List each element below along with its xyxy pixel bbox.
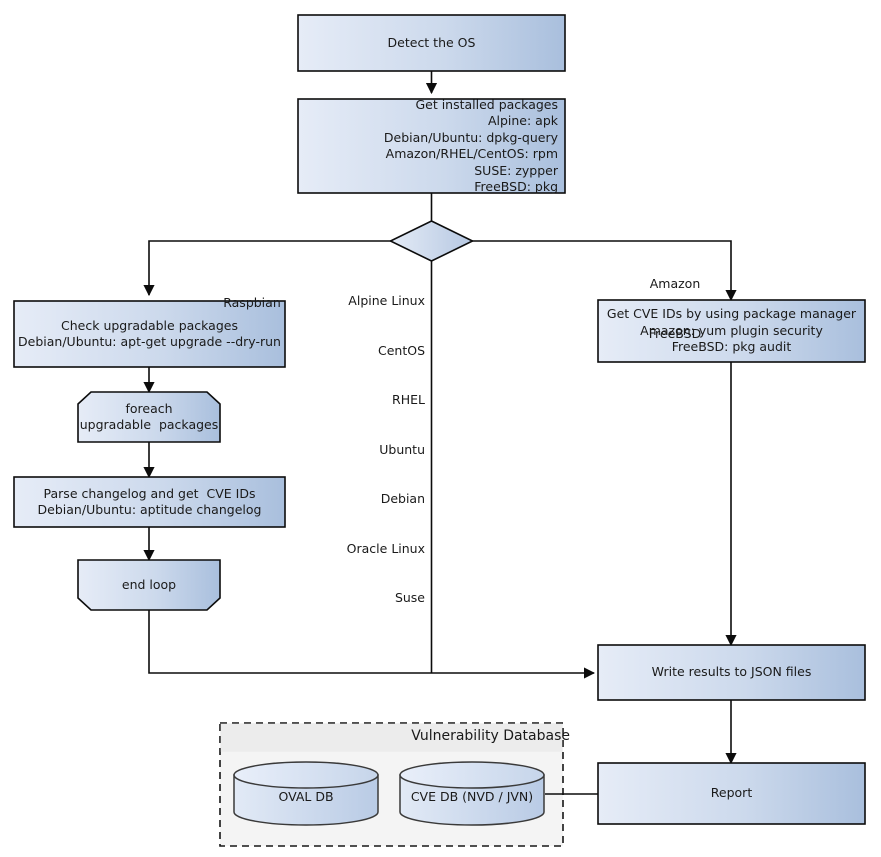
node-get-installed-packages-line-1: Alpine: apk [487, 113, 558, 128]
edge-label-linux-distros-line-6: Suse [394, 590, 425, 605]
node-get-installed-packages-line-4: SUSE: zypper [474, 162, 558, 178]
node-check-upgradable-packages-line-0: Check upgradable packages [61, 317, 238, 333]
node-detect-os-line-0: Detect the OS [387, 34, 476, 50]
edge-label-linux-distros-line-1: CentOS [377, 342, 425, 358]
node-get-installed-packages-line-5: FreeBSD: pkg [474, 179, 558, 194]
edge-label-linux-distros-line-3: Ubuntu [379, 441, 425, 457]
node-parse-changelog-line-0: Parse changelog and get CVE IDs [43, 485, 256, 501]
node-report-line-0: Report [710, 785, 753, 801]
node-write-results-json-line-0: Write results to JSON files [651, 664, 812, 680]
node-get-installed-packages-line-0: Get installed packages [415, 96, 558, 112]
node-end-loop[interactable]: end loop [78, 560, 220, 610]
node-end-loop-line-0: end loop [121, 576, 177, 592]
db-label-oval-db[interactable]: OVAL DB [278, 788, 334, 804]
node-check-upgradable-packages[interactable]: Check upgradable packages Debian/Ubuntu:… [14, 301, 285, 367]
node-report[interactable]: Report [598, 763, 865, 824]
vulnerability-database-title: Vulnerability Database [411, 728, 570, 744]
edge-label-raspbian: Raspbian [157, 262, 347, 345]
node-detect-os[interactable]: Detect the OS [302, 15, 561, 71]
node-foreach-loop-start-line-0: foreach [125, 400, 173, 416]
node-os-decision[interactable] [390, 221, 473, 261]
edge-label-linux-distros-line-4: Debian [380, 491, 425, 506]
node-get-installed-packages[interactable]: Get installed packages Alpine: apk Debia… [298, 96, 558, 195]
node-get-installed-packages-line-3: Amazon/RHEL/CentOS: rpm [385, 146, 558, 161]
node-get-cve-ids-package-manager[interactable]: Get CVE IDs by using package manager Ama… [598, 300, 865, 362]
node-write-results-json[interactable]: Write results to JSON files [598, 645, 865, 700]
edge-label-amazon-freebsd: Amazon FreeBSD [625, 243, 725, 375]
node-foreach-loop-start[interactable]: foreach upgradable packages [78, 392, 220, 442]
edge-label-linux-distros: Alpine Linux CentOS RHEL Ubuntu Debian O… [310, 260, 425, 640]
db-label-cve-db[interactable]: CVE DB (NVD / JVN) [410, 788, 534, 804]
node-check-upgradable-packages-line-1: Debian/Ubuntu: apt-get upgrade --dry-run [18, 334, 281, 349]
node-get-cve-ids-line-1: Amazon: yum plugin security [640, 322, 823, 338]
node-get-cve-ids-line-0: Get CVE IDs by using package manager [606, 306, 857, 322]
edge-label-amazon-freebsd-line-1: FreeBSD [648, 325, 702, 341]
node-parse-changelog[interactable]: Parse changelog and get CVE IDs Debian/U… [14, 477, 285, 527]
edge-label-linux-distros-line-0: Alpine Linux [348, 293, 425, 308]
node-get-cve-ids-line-2: FreeBSD: pkg audit [671, 339, 792, 355]
edge-label-linux-distros-line-5: Oracle Linux [346, 540, 425, 556]
edge-label-linux-distros-line-2: RHEL [392, 392, 425, 407]
edge-label-amazon-freebsd-line-0: Amazon [649, 276, 701, 291]
node-foreach-loop-start-line-1: upgradable packages [79, 417, 219, 432]
edge-label-raspbian-line-0: Raspbian [223, 295, 281, 310]
node-get-installed-packages-line-2: Debian/Ubuntu: dpkg-query [383, 129, 558, 145]
node-parse-changelog-line-1: Debian/Ubuntu: aptitude changelog [37, 502, 262, 517]
